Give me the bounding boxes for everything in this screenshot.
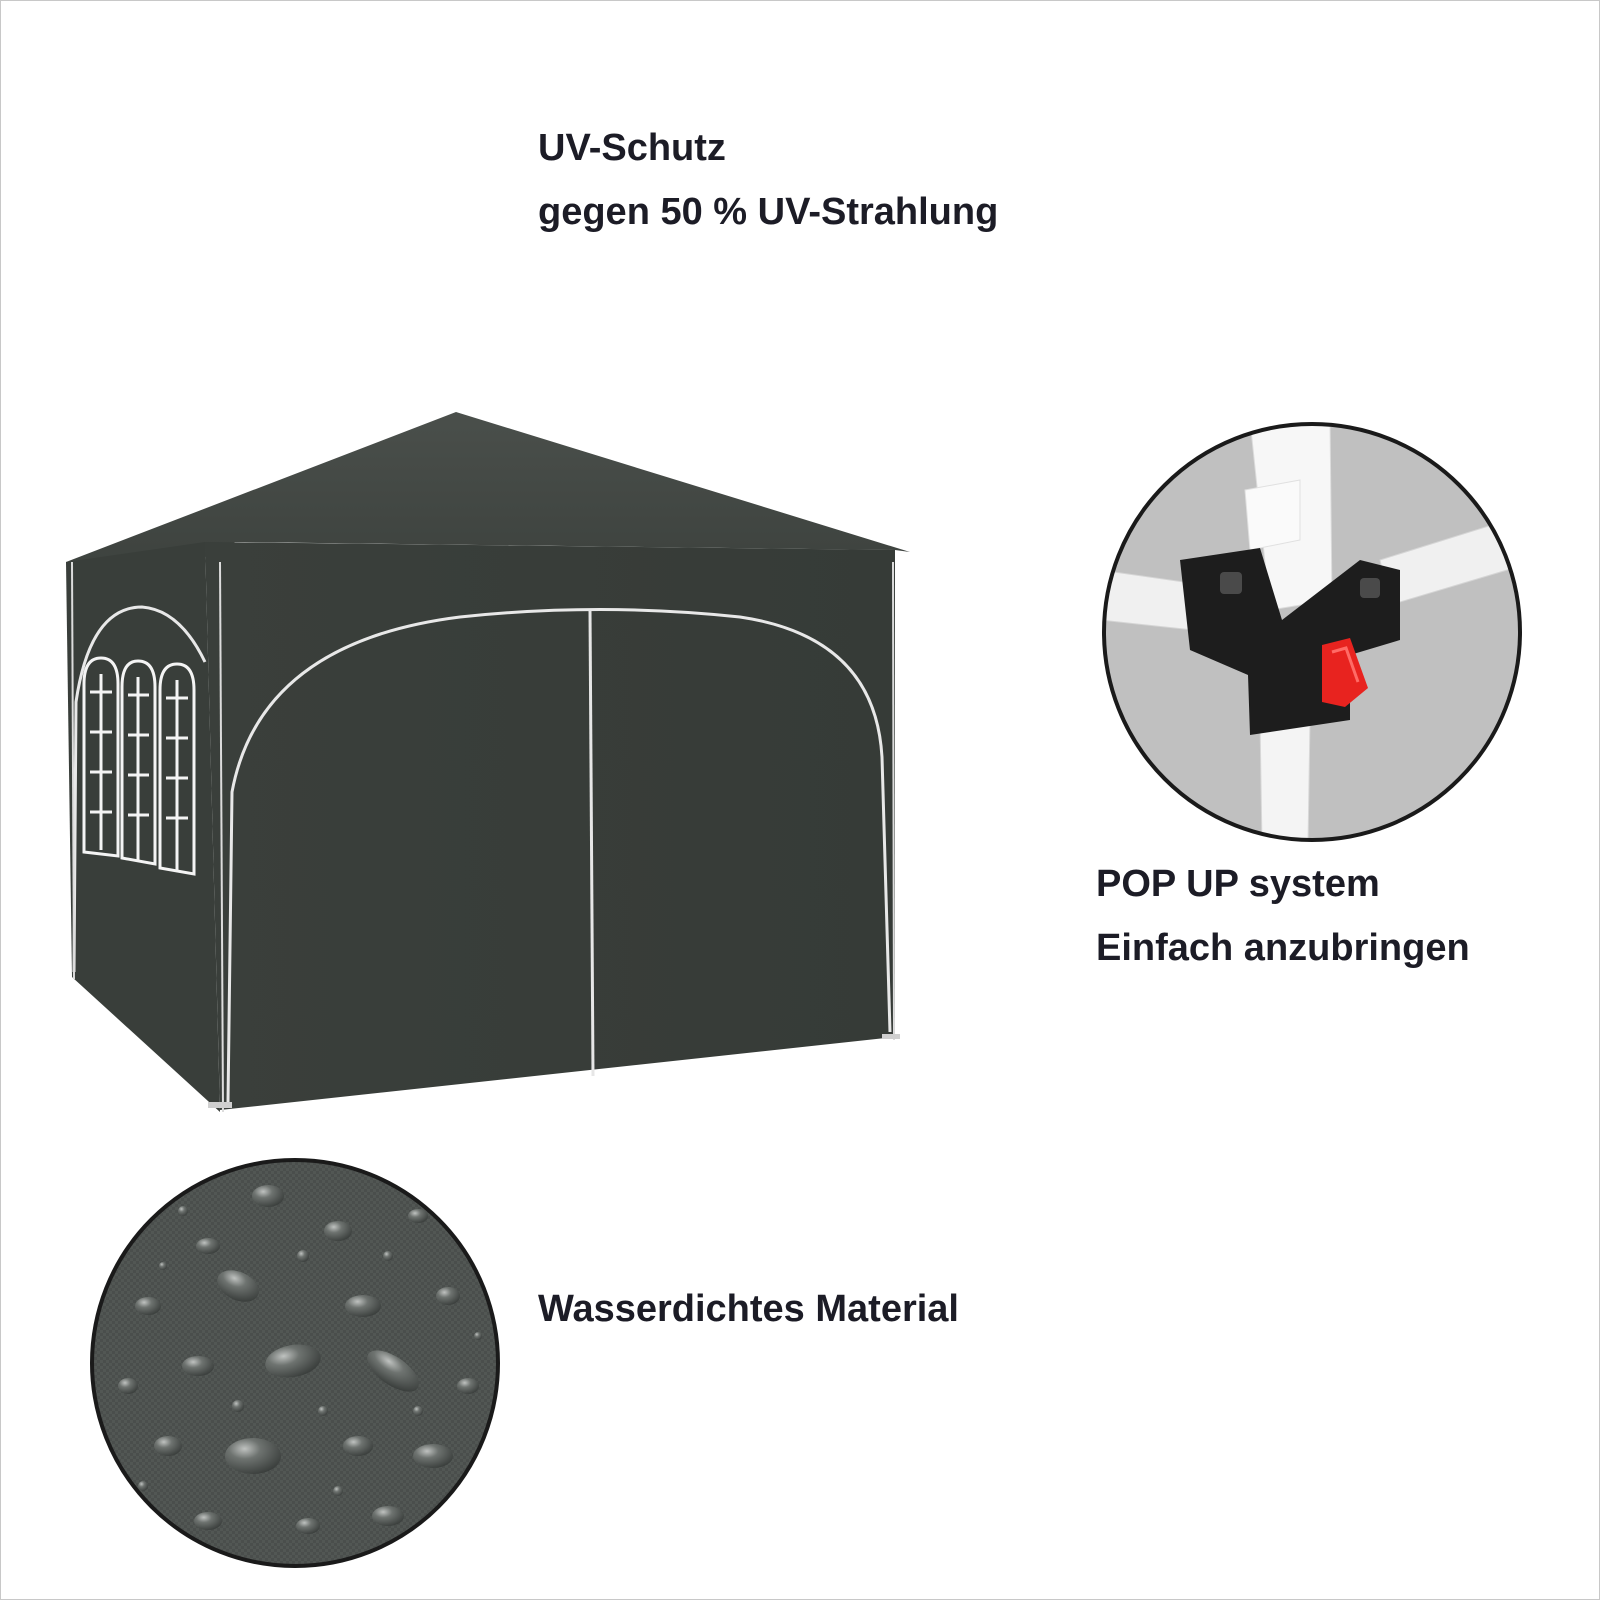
release-button (1322, 638, 1368, 707)
pop-up-caption: POP UP system Einfach anzubringen (1096, 852, 1470, 980)
water-droplets (118, 1185, 482, 1534)
uv-protection-title: UV-Schutz (538, 127, 726, 169)
uv-protection-caption: UV-Schutz gegen 50 % UV-Strahlung (538, 116, 998, 244)
pop-up-detail: Einfach anzubringen (1096, 927, 1470, 969)
tent-side-wall (66, 542, 220, 1112)
tent-front-wall (205, 542, 895, 1110)
frame-pole (1259, 719, 1311, 840)
uv-protection-detail: gegen 50 % UV-Strahlung (538, 191, 999, 233)
tent-foot (882, 1034, 900, 1039)
tent-legs (71, 561, 895, 1113)
tent-windows (82, 656, 196, 876)
waterproof-fabric-image (90, 1158, 500, 1568)
tent-illustration (66, 412, 910, 1113)
tent-roof (66, 412, 910, 562)
tent-front-arch (226, 608, 892, 1103)
tent-zipper (588, 609, 595, 1077)
waterproof-title: Wasserdichtes Material (538, 1288, 959, 1330)
waterproof-caption: Wasserdichtes Material (538, 1277, 959, 1341)
pop-up-mechanism-image (1102, 422, 1522, 842)
pop-up-title: POP UP system (1096, 863, 1380, 905)
tent-foot (208, 1102, 232, 1108)
tent-side-arch (72, 605, 207, 973)
